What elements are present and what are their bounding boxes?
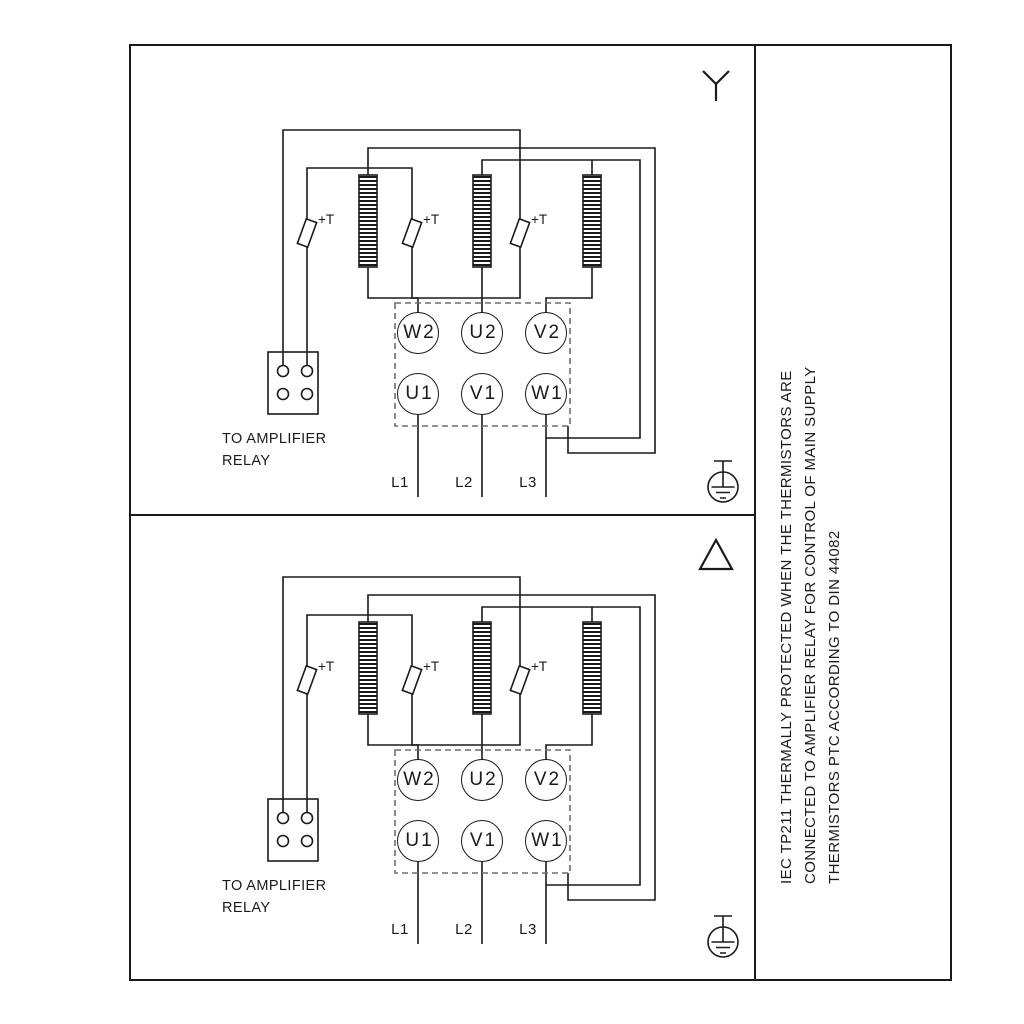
terminal-v2: V2 <box>525 312 567 354</box>
terminal-w2: W2 <box>397 312 439 354</box>
ground-icon <box>707 460 739 503</box>
thermistor-label: +T <box>318 659 335 674</box>
amplifier-relay-note-line1: TO AMPLIFIER <box>222 431 327 447</box>
diagram-frame <box>129 44 952 981</box>
terminal-u1: U1 <box>397 373 439 415</box>
terminal-v1: V1 <box>461 820 503 862</box>
terminal-u1: U1 <box>397 820 439 862</box>
supply-label-l3: L3 <box>519 474 537 491</box>
thermistor-label: +T <box>531 212 548 227</box>
side-note: IEC TP211 THERMALLY PROTECTED WHEN THE T… <box>775 366 847 884</box>
supply-label-l1: L1 <box>391 474 409 491</box>
terminal-w1: W1 <box>525 373 567 415</box>
terminal-v1: V1 <box>461 373 503 415</box>
ground-icon <box>707 915 739 958</box>
supply-label-l3: L3 <box>519 921 537 938</box>
terminal-w2: W2 <box>397 759 439 801</box>
amplifier-relay-note-line1: TO AMPLIFIER <box>222 878 327 894</box>
side-note-line2: CONNECTED TO AMPLIFIER RELAY FOR CONTROL… <box>802 366 819 884</box>
supply-label-l2: L2 <box>455 921 473 938</box>
side-note-line3: THERMISTORS PTC ACCORDING TO DIN 44082 <box>826 530 843 884</box>
amplifier-relay-note-line2: RELAY <box>222 900 271 916</box>
thermistor-label: +T <box>531 659 548 674</box>
star-icon <box>702 70 730 101</box>
supply-label-l2: L2 <box>455 474 473 491</box>
thermistor-label: +T <box>423 212 440 227</box>
terminal-w1: W1 <box>525 820 567 862</box>
delta-icon <box>698 537 734 571</box>
supply-label-l1: L1 <box>391 921 409 938</box>
side-note-line1: IEC TP211 THERMALLY PROTECTED WHEN THE T… <box>778 370 795 884</box>
terminal-v2: V2 <box>525 759 567 801</box>
thermistor-label: +T <box>318 212 335 227</box>
terminal-u2: U2 <box>461 312 503 354</box>
amplifier-relay-note-line2: RELAY <box>222 453 271 469</box>
terminal-u2: U2 <box>461 759 503 801</box>
thermistor-label: +T <box>423 659 440 674</box>
